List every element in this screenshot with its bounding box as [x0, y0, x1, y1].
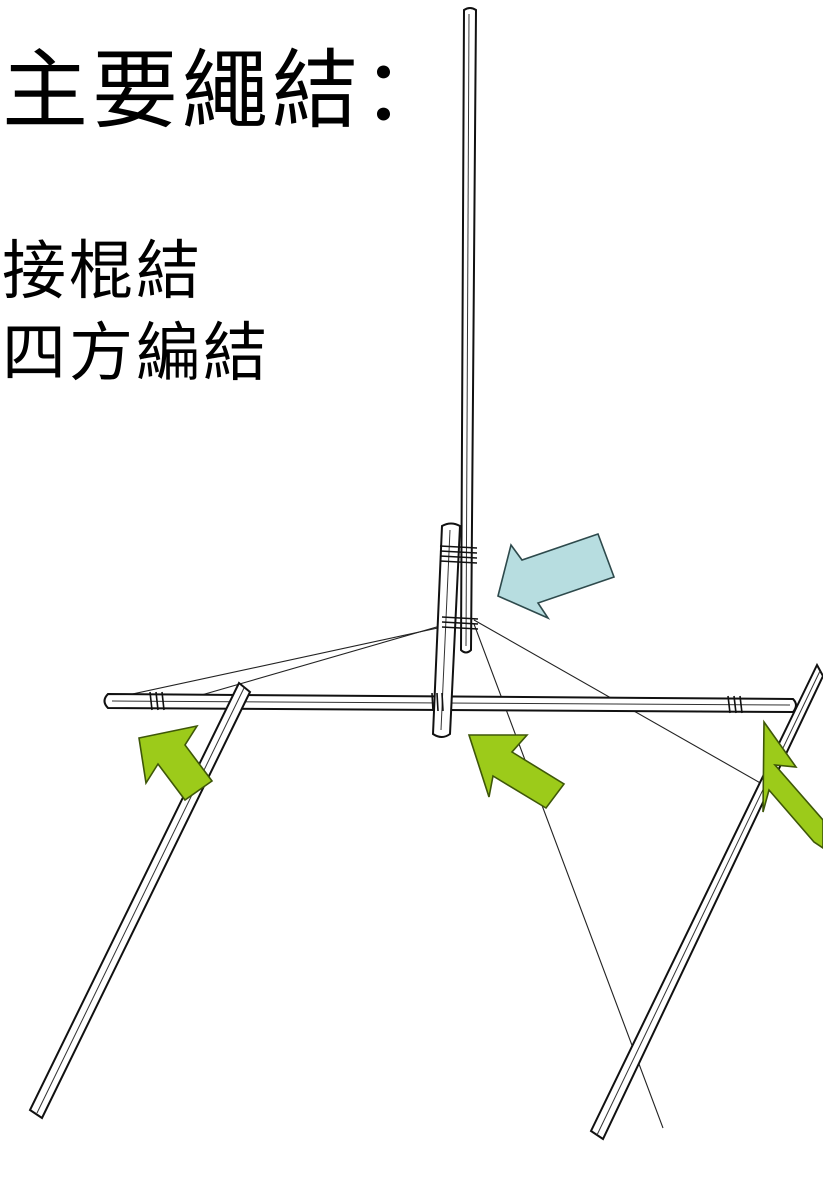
guy-rope	[159, 623, 448, 708]
guy-rope	[104, 625, 448, 701]
knot-item-square-lashing: 四方編結	[2, 316, 270, 391]
upper-pole	[459, 7, 478, 654]
knot-item-splice-lashing: 接棍結	[2, 235, 203, 309]
square-lashing	[431, 692, 444, 712]
square-lashing	[727, 695, 743, 714]
center-lashing-arrow-icon	[467, 734, 566, 810]
lashings	[149, 545, 743, 714]
right-pole	[589, 662, 823, 1141]
splice-lashing	[439, 545, 478, 564]
left-lashing-arrow-icon	[138, 724, 214, 802]
square-lashing	[149, 691, 165, 711]
slide-title: 主要繩結：	[2, 41, 452, 141]
knot-list: 接棍結 四方編結	[2, 232, 270, 396]
splice-lashing-arrow-icon	[497, 532, 616, 620]
right-lashing-arrow-icon	[762, 719, 823, 849]
splice-lashing	[441, 616, 479, 630]
